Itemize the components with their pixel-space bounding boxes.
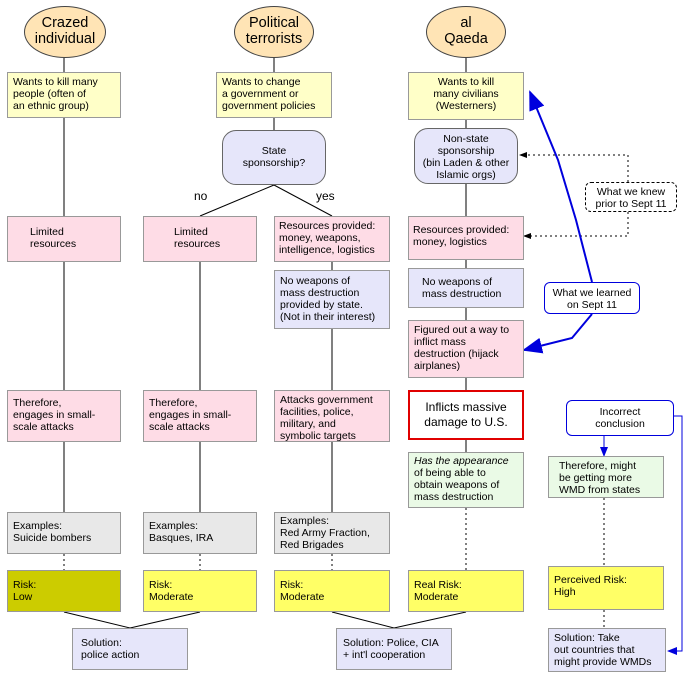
examples-political-yes: Examples: Red Army Fraction, Red Brigade… — [274, 512, 390, 554]
resources-political-yes: Resources provided: money, weapons, inte… — [274, 216, 390, 262]
risk-crazed: Risk: Low — [7, 570, 121, 612]
goal-crazed: Wants to kill many people (often of an e… — [7, 72, 121, 118]
resources-crazed: Limited resources — [7, 216, 121, 262]
inflicts-damage: Inflicts massive damage to U.S. — [408, 390, 524, 440]
risk-political-yes: Risk: Moderate — [274, 570, 390, 612]
might-get-wmd-box: Therefore, might be getting more WMD fro… — [548, 456, 664, 498]
figured-out-al-qaeda: Figured out a way to inflict mass destru… — [408, 320, 524, 378]
solution-police-cia: Solution: Police, CIA + int'l cooperatio… — [336, 628, 452, 670]
yes-label: yes — [316, 189, 335, 203]
what-we-learned-note: What we learned on Sept 11 — [544, 282, 640, 314]
incorrect-conclusion-note: Incorrect conclusion — [566, 400, 674, 436]
goal-political: Wants to change a government or governme… — [216, 72, 332, 118]
non-state-sponsorship: Non-state sponsorship (bin Laden & other… — [414, 128, 518, 184]
appearance-text: of being able to obtain weapons of mass … — [414, 467, 500, 503]
examples-crazed: Examples: Suicide bombers — [7, 512, 121, 554]
what-we-knew-note: What we knew prior to Sept 11 — [585, 182, 677, 212]
solution-police-action: Solution: police action — [72, 628, 188, 670]
appearance-box: Has the appearance of being able to obta… — [408, 452, 524, 508]
resources-political-no: Limited resources — [143, 216, 257, 262]
solution-take-out-countries: Solution: Take out countries that might … — [548, 628, 666, 672]
attacks-crazed: Therefore, engages in small- scale attac… — [7, 390, 121, 442]
examples-political-no: Examples: Basques, IRA — [143, 512, 257, 554]
attacks-political-no: Therefore, engages in small- scale attac… — [143, 390, 257, 442]
appearance-emphasis: Has the appearance — [414, 455, 509, 467]
perceived-risk-box: Perceived Risk: High — [548, 566, 664, 610]
header-al-qaeda: al Qaeda — [426, 6, 506, 58]
resources-al-qaeda: Resources provided: money, logistics — [408, 216, 524, 260]
goal-al-qaeda: Wants to kill many civilians (Westerners… — [408, 72, 524, 120]
wmd-al-qaeda: No weapons of mass destruction — [408, 268, 524, 308]
state-sponsorship-decision: State sponsorship? — [222, 130, 326, 185]
header-crazed-individual: Crazed individual — [24, 6, 106, 58]
real-risk-al-qaeda: Real Risk: Moderate — [408, 570, 524, 612]
header-political-terrorists: Political terrorists — [234, 6, 314, 58]
attacks-political-yes: Attacks government facilities, police, m… — [274, 390, 390, 442]
risk-political-no: Risk: Moderate — [143, 570, 257, 612]
no-label: no — [194, 189, 208, 203]
wmd-political-yes: No weapons of mass destruction provided … — [274, 270, 390, 329]
